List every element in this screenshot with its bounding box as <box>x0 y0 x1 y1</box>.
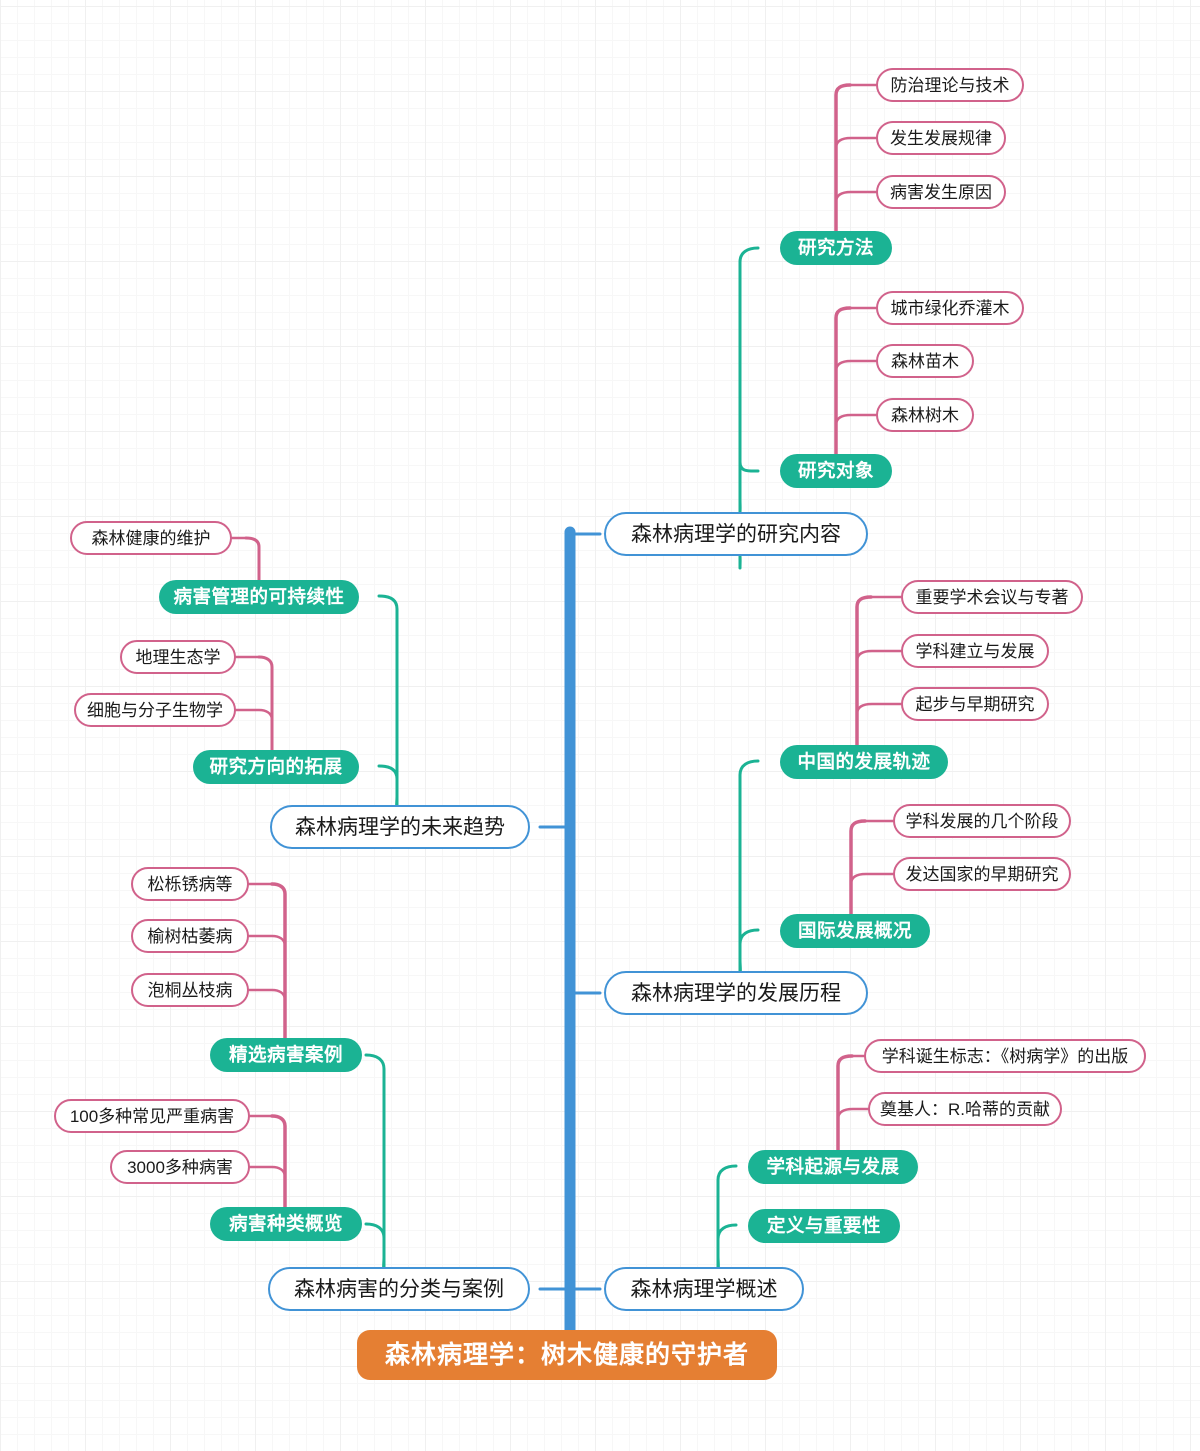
leaf-academic-conferences[interactable]: 重要学术会议与专著 <box>901 580 1083 614</box>
leaf-discipline-establishment[interactable]: 学科建立与发展 <box>901 634 1049 668</box>
root-node[interactable]: 森林病理学：树木健康的守护者 <box>357 1330 777 1380</box>
connector-methods-c2 <box>834 136 878 150</box>
branch-node-overview[interactable]: 森林病理学概述 <box>604 1267 804 1311</box>
subnode-selected-cases[interactable]: 精选病害案例 <box>210 1038 362 1072</box>
subnode-discipline-origin[interactable]: 学科起源与发展 <box>748 1150 918 1184</box>
leaf-early-research-cn[interactable]: 起步与早期研究 <box>901 687 1049 721</box>
connector-objects-spine <box>834 306 852 456</box>
connector-origin-spine <box>836 1054 854 1152</box>
connector-cases-c2 <box>247 934 287 948</box>
subnode-sustainable-management[interactable]: 病害管理的可持续性 <box>159 580 359 614</box>
leaf-founder-hartig[interactable]: 奠基人：R.哈蒂的贡献 <box>868 1092 1062 1126</box>
subnode-china-development[interactable]: 中国的发展轨迹 <box>780 745 948 779</box>
connector-expand-c2 <box>234 708 274 722</box>
connector-overview-c2 <box>248 1165 287 1179</box>
leaf-control-theory[interactable]: 防治理论与技术 <box>876 68 1024 102</box>
leaf-disease-cause[interactable]: 病害发生原因 <box>876 175 1006 209</box>
connector-cases-spine <box>270 882 287 1040</box>
leaf-cell-molecular-biology[interactable]: 细胞与分子生物学 <box>74 693 236 727</box>
connector-research-methods <box>730 246 760 524</box>
connector-methods-c3 <box>834 190 878 204</box>
leaf-elm-wilt[interactable]: 榆树枯萎病 <box>131 919 249 953</box>
subnode-research-objects[interactable]: 研究对象 <box>780 454 892 488</box>
leaf-developed-countries-research[interactable]: 发达国家的早期研究 <box>893 857 1071 891</box>
connector-origin-c2 <box>836 1107 870 1121</box>
connector-china-spine <box>855 595 873 747</box>
connector-china-c3 <box>855 702 903 716</box>
branch-node-development-history[interactable]: 森林病理学的发展历程 <box>604 971 868 1015</box>
branch-node-research-content[interactable]: 森林病理学的研究内容 <box>604 512 868 556</box>
subnode-definition-importance[interactable]: 定义与重要性 <box>748 1209 900 1243</box>
leaf-forest-trees[interactable]: 森林树木 <box>876 398 974 432</box>
leaf-forest-seedlings[interactable]: 森林苗木 <box>876 344 974 378</box>
leaf-development-pattern[interactable]: 发生发展规律 <box>876 121 1006 155</box>
connector-methods-spine <box>834 83 852 233</box>
branch-node-classification-cases[interactable]: 森林病害的分类与案例 <box>268 1267 530 1311</box>
connector-overview-spine <box>270 1114 287 1209</box>
connector-cases-c3 <box>247 988 287 1002</box>
leaf-forest-health-maintenance[interactable]: 森林健康的维护 <box>70 521 232 555</box>
connector-sustain-spine <box>244 536 261 582</box>
connector-overview-origin <box>709 1164 738 1279</box>
leaf-three-thousand-diseases[interactable]: 3000多种病害 <box>110 1150 250 1184</box>
subnode-disease-types[interactable]: 病害种类概览 <box>210 1207 362 1241</box>
connector-expand-spine <box>257 655 274 752</box>
connector-intl-c2 <box>849 872 895 886</box>
subnode-international-development[interactable]: 国际发展概况 <box>780 914 930 948</box>
connector-objects-c2 <box>834 359 878 373</box>
leaf-paulownia-witches-broom[interactable]: 泡桐丛枝病 <box>131 973 249 1007</box>
leaf-discipline-birth-mark[interactable]: 学科诞生标志：《树病学》的出版 <box>864 1039 1146 1073</box>
connector-objects-c3 <box>834 413 878 427</box>
leaf-development-stages[interactable]: 学科发展的几个阶段 <box>893 804 1071 838</box>
connector-intl-spine <box>849 819 867 916</box>
connector-china-c2 <box>855 649 903 663</box>
leaf-hundred-severe-diseases[interactable]: 100多种常见严重病害 <box>54 1099 250 1133</box>
connector-class-cases <box>364 1053 393 1279</box>
leaf-geographic-ecology[interactable]: 地理生态学 <box>120 640 236 674</box>
subnode-research-expansion[interactable]: 研究方向的拓展 <box>193 750 359 784</box>
subnode-research-methods[interactable]: 研究方法 <box>780 231 892 265</box>
leaf-pine-oak-rust[interactable]: 松栎锈病等 <box>131 867 249 901</box>
branch-node-future-trends[interactable]: 森林病理学的未来趋势 <box>270 805 530 849</box>
connector-future-sustain <box>377 594 406 818</box>
leaf-urban-greening-trees[interactable]: 城市绿化乔灌木 <box>876 291 1024 325</box>
connector-history-china <box>731 759 760 983</box>
